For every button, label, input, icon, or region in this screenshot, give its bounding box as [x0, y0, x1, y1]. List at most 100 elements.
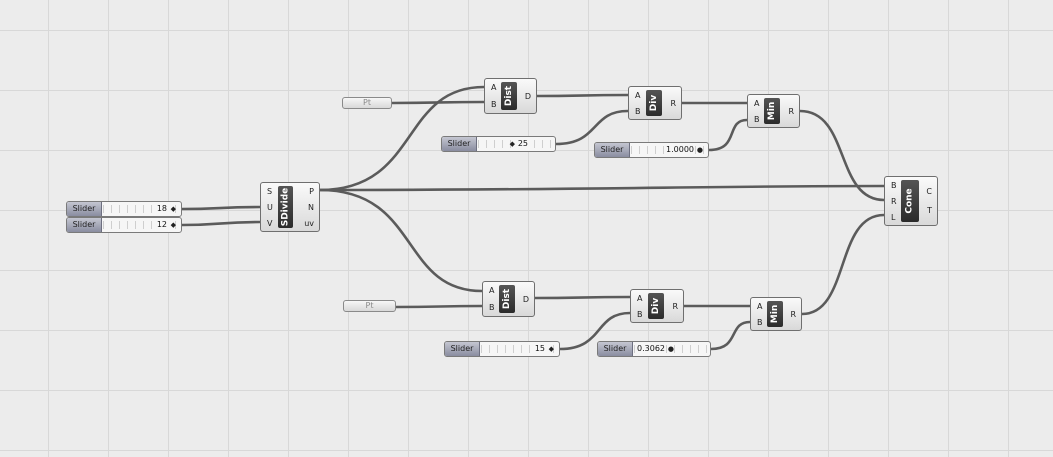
- cone-input-l[interactable]: L: [891, 212, 896, 222]
- slider-value: 12: [155, 218, 168, 232]
- wire-sdivide-p-to-dist1[interactable]: [318, 85, 486, 192]
- div1-output-r[interactable]: R: [670, 98, 676, 108]
- dist1-input-b[interactable]: B: [491, 100, 497, 109]
- dist-component-1[interactable]: A B Dist D: [484, 78, 537, 114]
- sdivide-input-s[interactable]: S: [267, 186, 273, 196]
- slider-u[interactable]: Slider 18 ◆: [66, 201, 182, 217]
- slider-rail[interactable]: [103, 205, 178, 213]
- slider-rail[interactable]: [481, 345, 556, 353]
- min1-core[interactable]: Min: [764, 98, 780, 124]
- slider-knob-icon[interactable]: ◆: [170, 221, 176, 229]
- wire-min2-to-cone[interactable]: [800, 213, 886, 316]
- slider-knob-icon[interactable]: ◆: [509, 140, 515, 148]
- div2-output-r[interactable]: R: [672, 301, 678, 311]
- wire-sdivide-p-to-cone[interactable]: [318, 184, 886, 192]
- slider-div-b-1[interactable]: Slider 25 ◆: [441, 136, 556, 152]
- min2-input-a[interactable]: A: [757, 301, 763, 311]
- slider-label: Slider: [595, 143, 630, 157]
- sdivide-output-p[interactable]: P: [309, 186, 314, 196]
- wire-slider-u-to-sdivide[interactable]: [180, 205, 262, 211]
- cone-outputs: C T: [926, 177, 937, 225]
- sdivide-title: SDivide: [280, 187, 291, 227]
- slider-div-b-2[interactable]: Slider 15 ◆: [444, 341, 560, 357]
- wire-slider-min2[interactable]: [709, 320, 752, 351]
- dist1-core[interactable]: Dist: [501, 82, 517, 110]
- dist-component-2[interactable]: A B Dist D: [482, 281, 535, 317]
- sdivide-component[interactable]: S U V SDivide P N uv: [260, 182, 320, 232]
- wire-dist2-to-div2[interactable]: [533, 295, 632, 300]
- sdivide-outputs: P N uv: [304, 183, 319, 231]
- slider-min-b-1[interactable]: Slider 1.0000 ●: [594, 142, 709, 158]
- cone-input-b[interactable]: B: [891, 180, 897, 190]
- point-param-1[interactable]: Pt: [342, 97, 392, 109]
- slider-knob-icon[interactable]: ◆: [548, 345, 554, 353]
- div1-input-b[interactable]: B: [635, 106, 641, 116]
- min2-outputs: R: [790, 298, 801, 330]
- wire-dist1-to-div1[interactable]: [535, 93, 630, 98]
- slider-min-b-2[interactable]: Slider 0.3062 ●: [597, 341, 711, 357]
- dist1-title: Dist: [504, 85, 514, 107]
- div2-input-a[interactable]: A: [637, 293, 643, 303]
- div2-core[interactable]: Div: [648, 293, 664, 319]
- wire-slider-div1[interactable]: [554, 109, 630, 146]
- div-component-2[interactable]: A B Div R: [630, 289, 684, 323]
- min2-output-r[interactable]: R: [790, 309, 796, 319]
- wire-pt2-to-dist2[interactable]: [394, 304, 484, 309]
- slider-rail[interactable]: [478, 140, 552, 148]
- min1-inputs: A B: [748, 95, 760, 127]
- div2-input-b[interactable]: B: [637, 309, 643, 319]
- div1-core[interactable]: Div: [646, 90, 662, 116]
- wire-slider-min1[interactable]: [707, 118, 749, 152]
- dist2-core[interactable]: Dist: [499, 285, 515, 313]
- wire-min1-to-cone[interactable]: [798, 109, 886, 202]
- cone-input-r[interactable]: R: [891, 196, 897, 206]
- div2-outputs: R: [672, 290, 683, 322]
- slider-knob-icon[interactable]: ◆: [170, 205, 176, 213]
- cone-core[interactable]: Cone: [901, 180, 919, 222]
- div1-inputs: A B: [629, 87, 641, 119]
- sdivide-core[interactable]: SDivide: [278, 186, 293, 228]
- wire-sdivide-p-to-dist2[interactable]: [318, 188, 484, 293]
- div1-input-a[interactable]: A: [635, 90, 641, 100]
- slider-rail[interactable]: [103, 221, 178, 229]
- sdivide-input-v[interactable]: V: [267, 218, 273, 228]
- slider-v[interactable]: Slider 12 ◆: [66, 217, 182, 233]
- slider-label: Slider: [67, 202, 102, 216]
- dist2-input-b[interactable]: B: [489, 303, 495, 312]
- sdivide-output-uv[interactable]: uv: [304, 218, 314, 228]
- dist2-output-d[interactable]: D: [522, 294, 529, 304]
- slider-rail[interactable]: [634, 345, 707, 353]
- min-component-2[interactable]: A B Min R: [750, 297, 802, 331]
- slider-label: Slider: [445, 342, 480, 356]
- min1-input-a[interactable]: A: [754, 98, 760, 108]
- min-component-1[interactable]: A B Min R: [747, 94, 800, 128]
- cone-component[interactable]: B R L Cone C T: [884, 176, 938, 226]
- dist1-output-d[interactable]: D: [524, 91, 531, 101]
- wire-slider-v-to-sdivide[interactable]: [180, 220, 262, 227]
- cone-output-t[interactable]: T: [927, 206, 932, 215]
- min1-outputs: R: [788, 95, 799, 127]
- cone-output-c[interactable]: C: [926, 187, 932, 196]
- slider-knob-icon[interactable]: ●: [667, 345, 674, 353]
- slider-label: Slider: [598, 342, 633, 356]
- dist1-inputs: A B: [485, 79, 497, 113]
- min2-input-b[interactable]: B: [757, 317, 763, 327]
- slider-knob-icon[interactable]: ●: [696, 146, 703, 154]
- min1-title: Min: [767, 101, 778, 121]
- dist2-input-a[interactable]: A: [489, 286, 495, 295]
- dist1-input-a[interactable]: A: [491, 83, 497, 92]
- wire-pt1-to-dist1[interactable]: [390, 100, 486, 105]
- sdivide-input-u[interactable]: U: [267, 202, 273, 212]
- min2-inputs: A B: [751, 298, 763, 330]
- point-param-2[interactable]: Pt: [343, 300, 396, 312]
- slider-value: 0.3062: [636, 342, 666, 356]
- div-component-1[interactable]: A B Div R: [628, 86, 682, 120]
- sdivide-output-n[interactable]: N: [308, 202, 314, 212]
- slider-label: Slider: [67, 218, 102, 232]
- min2-core[interactable]: Min: [767, 301, 783, 327]
- min1-output-r[interactable]: R: [788, 106, 794, 116]
- wire-slider-div2[interactable]: [558, 311, 632, 351]
- div1-outputs: R: [670, 87, 681, 119]
- min1-input-b[interactable]: B: [754, 114, 760, 124]
